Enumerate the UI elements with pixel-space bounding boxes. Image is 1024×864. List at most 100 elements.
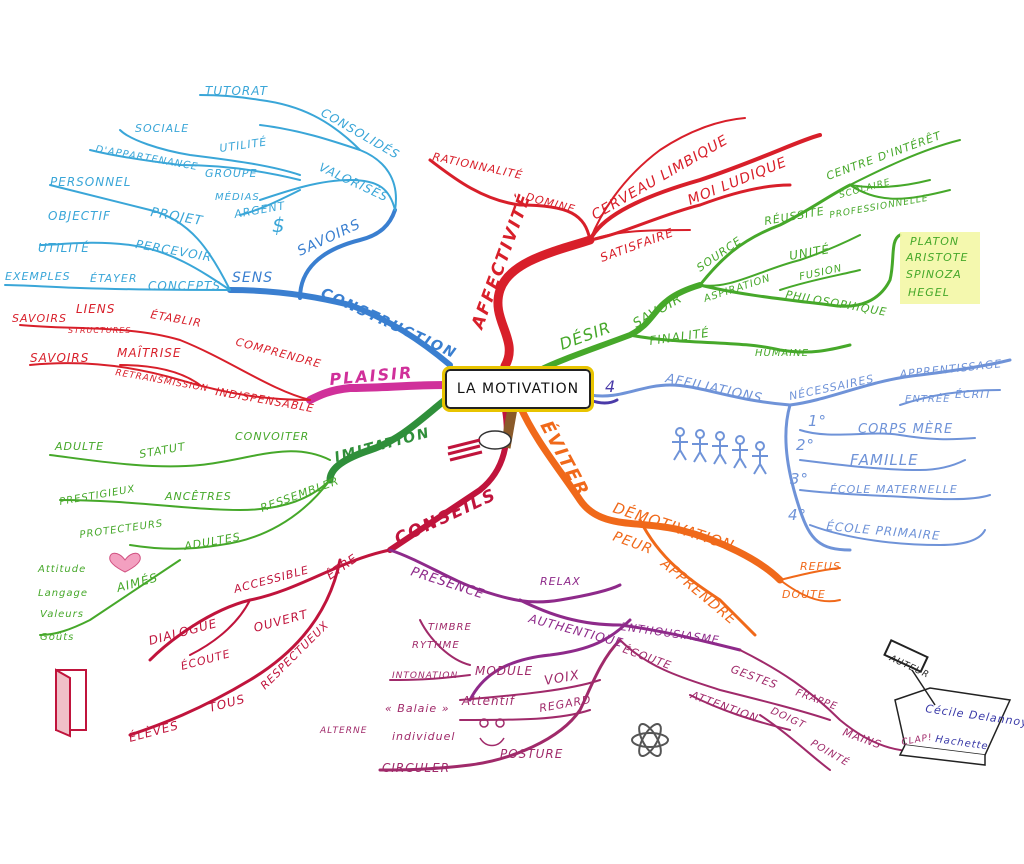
label-adulte: ADULTE	[54, 440, 104, 453]
author-tag	[883, 638, 929, 674]
label-sens: SENS	[232, 270, 273, 286]
label-dollar: $	[272, 213, 286, 237]
label-rythme: RYTHME	[412, 640, 460, 651]
branch-eviter	[516, 402, 784, 584]
label-attention: ATTENTION	[688, 688, 760, 725]
label-ouvert: OUVERT	[252, 607, 310, 635]
label-humaine: HUMAINE	[755, 348, 809, 359]
label-construction: CONSTRUCTION	[318, 285, 459, 362]
label-savoirs2: SAVOIRS	[30, 351, 89, 365]
label-comprendre: COMPRENDRE	[234, 335, 323, 370]
label-alterne: ALTERNE	[319, 726, 367, 736]
label-source: SOURCE	[694, 234, 744, 274]
label-utilite2: UTILITÉ	[38, 240, 90, 255]
atom-icon	[631, 723, 669, 757]
label-rationnalite: RATIONNALITÉ	[431, 150, 524, 182]
label-number: 4	[605, 377, 616, 396]
label-unite: UNITÉ	[788, 241, 831, 263]
label-dialogue: DIALOGUE	[147, 616, 219, 648]
label-eleves: ÉLÈVES	[127, 717, 180, 745]
center-title: LA MOTIVATION	[456, 381, 580, 397]
door-icon	[55, 668, 87, 738]
label-tutorat: TUTORAT	[205, 84, 269, 98]
label-authentique: AUTHENTIQUE	[526, 611, 625, 650]
label-affil-3-n: 3°	[790, 470, 809, 488]
label-ecoute2: ÉCOUTE	[621, 643, 673, 673]
label-doigt: DOIGT	[769, 706, 808, 732]
label-projet: PROJET	[149, 205, 204, 229]
label-finalite: FINALITÉ	[648, 325, 710, 348]
label-reussite: RÉUSSITE	[763, 205, 825, 228]
label-fusion: FUSION	[798, 263, 843, 283]
label-etablir: ÉTABLIR	[149, 308, 202, 330]
center-node: LA MOTIVATION	[442, 366, 594, 412]
label-savoir-desir: SAVOIR	[631, 291, 686, 331]
label-desir: DÉSIR	[557, 318, 614, 354]
label-philosophique: PHILOSOPHIQUE	[784, 288, 888, 319]
heart-icon	[109, 552, 141, 573]
label-prestigieux: PRESTIGIEUX	[59, 484, 137, 508]
branch-construction	[227, 287, 453, 368]
label-module: MODULE	[475, 664, 533, 678]
label-hegel: HEGEL	[908, 286, 950, 299]
label-eviter: ÉVITER	[536, 417, 595, 501]
label-affil-3: ÉCOLE MATERNELLE	[830, 483, 958, 496]
branch-affectivite	[493, 235, 595, 371]
label-conseils: CONSEILS	[392, 485, 501, 550]
label-voix: VOIX	[543, 668, 581, 689]
label-etayer: ÉTAYER	[90, 272, 138, 285]
label-ecoute: ÉCOUTE	[179, 647, 232, 673]
label-domine: DOMINE	[524, 190, 577, 216]
label-liens: LIENS	[76, 302, 115, 316]
label-aristote: ARISTOTE	[905, 251, 968, 264]
label-aimes: AIMÉS	[114, 569, 160, 595]
label-doute: DOUTE	[782, 588, 826, 601]
label-objectif: OBJECTIF	[48, 209, 111, 223]
label-sociale: SOCIALE	[135, 122, 189, 135]
label-exemples: EXEMPLES	[5, 270, 71, 283]
label-refus: REFUS	[800, 560, 841, 573]
branch-imitation	[326, 396, 449, 484]
label-affil-4-n: 4°	[788, 506, 807, 524]
label-accessible: ACCESSIBLE	[231, 563, 310, 596]
label-relax: RELAX	[540, 575, 581, 588]
label-posture: POSTURE	[500, 747, 563, 761]
label-utilite: UTILITÉ	[219, 135, 268, 155]
label-consolides: CONSOLIDÉS	[319, 105, 403, 162]
label-ancetres: ANCÊTRES	[164, 490, 232, 503]
label-structures: STRUCTURES	[68, 326, 131, 335]
label-concepts: CONCEPTS	[148, 279, 221, 293]
label-balaie: « Balaie »	[385, 702, 449, 715]
label-statut: STATUT	[138, 440, 187, 461]
label-affil-4: ÉCOLE PRIMAIRE	[826, 518, 941, 543]
label-imitation: IMITATION	[333, 425, 432, 466]
label-indispensable: INDISPENSABLE	[214, 385, 315, 415]
label-enthousiasme: ENTHOUSIASME	[620, 620, 721, 647]
platon-highlight	[900, 232, 980, 304]
label-valeurs: Valeurs	[40, 609, 84, 620]
label-groupe: GROUPE	[205, 167, 257, 180]
branch-presence	[388, 548, 622, 604]
label-individuel: individuel	[392, 730, 455, 743]
label-circuler: CIRCULER	[382, 761, 450, 775]
label-apprendre: APPRENDRE	[657, 555, 740, 628]
label-ressembler: RESSEMBLER	[259, 474, 341, 515]
label-affil-2-n: 2°	[796, 436, 815, 454]
label-attentif: Attentif	[461, 694, 516, 708]
label-frappe: FRAPPE	[794, 687, 839, 712]
label-ecrit: ÉCRIT	[955, 388, 993, 401]
label-tous: TOUS	[207, 692, 247, 715]
label-protecteurs: PROTECTEURS	[79, 518, 164, 541]
label-attitude: Attitude	[37, 564, 86, 575]
label-pointe: POINTÉ	[809, 736, 853, 769]
label-affil-2: FAMILLE	[850, 451, 919, 469]
label-mains: MAINS	[841, 726, 883, 752]
label-medias: MÉDIAS	[215, 190, 260, 203]
label-timbre: TIMBRE	[428, 622, 472, 633]
label-centre: CENTRE D'INTÉRÊT	[825, 129, 944, 183]
label-presence: PRÉSENCE	[409, 564, 487, 603]
label-intonation: INTONATION	[392, 671, 458, 681]
label-spinoza: SPINOZA	[906, 268, 962, 281]
label-personnel: PERSONNEL	[50, 175, 131, 189]
